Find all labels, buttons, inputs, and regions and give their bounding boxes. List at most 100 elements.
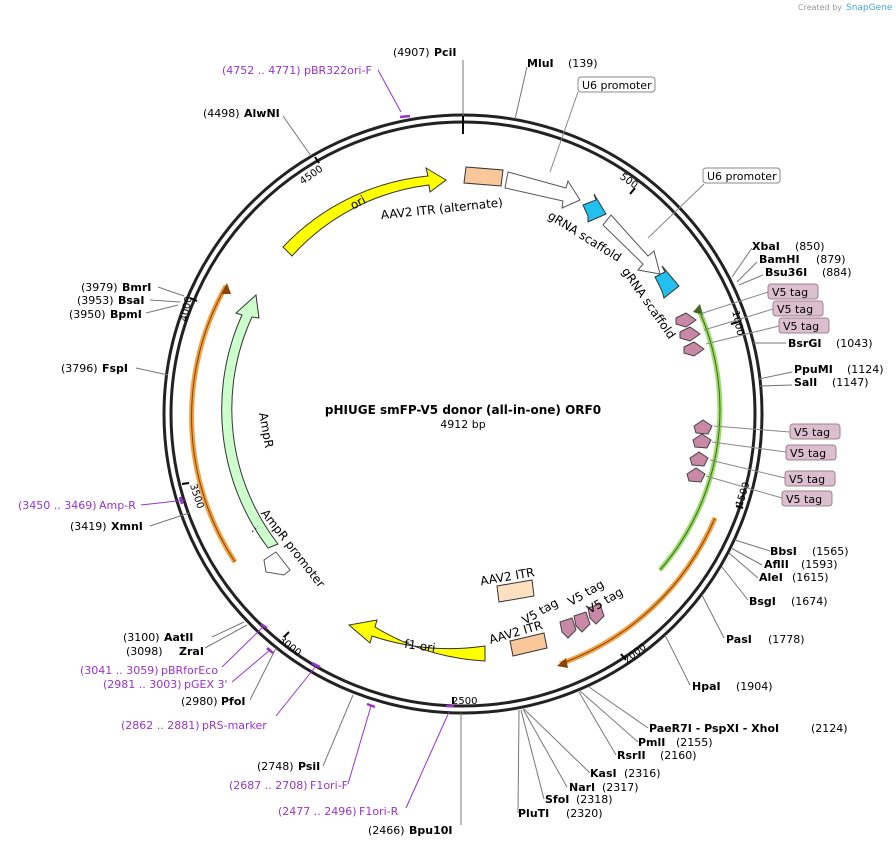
orange-arc-right-head bbox=[557, 658, 568, 668]
v5-box-5: V5 tag bbox=[711, 441, 837, 461]
orange-arc-left-line bbox=[191, 285, 236, 563]
enzyme-aflii-pos: (1593) bbox=[801, 558, 838, 571]
enzyme-bsrgi-pos: (1043) bbox=[836, 337, 873, 350]
tick-3000: 3000 bbox=[276, 635, 303, 659]
svg-text:U6 promoter: U6 promoter bbox=[707, 170, 777, 183]
enzyme-paer7i-pos: (2124) bbox=[811, 722, 848, 735]
enzyme-bsrgi-name: BsrGI bbox=[788, 337, 821, 350]
primer-f1orif-pos: (2687 .. 2708) bbox=[229, 779, 308, 792]
enzyme-alwni-name: AlwNI bbox=[244, 107, 280, 120]
enzyme-bmri-name: BmrI bbox=[122, 281, 151, 294]
primer-ampr-pos: (3450 .. 3469) bbox=[18, 499, 97, 512]
enzyme-lines bbox=[135, 60, 793, 825]
primer-ampr-name: Amp-R bbox=[99, 499, 136, 512]
enzyme-pfoi-name: PfoI bbox=[221, 695, 246, 708]
enzyme-aatii-name: AatII bbox=[164, 631, 193, 644]
enzyme-sali-pos: (1147) bbox=[832, 376, 869, 389]
u6-arrow-1 bbox=[582, 193, 607, 223]
enzyme-psii-pos: (2748) bbox=[257, 760, 294, 773]
enzyme-xbai-pos: (850) bbox=[795, 240, 825, 253]
enzyme-bamhi-pos: (879) bbox=[816, 253, 846, 266]
enzyme-bpmi-pos: (3950) bbox=[69, 308, 106, 321]
enzyme-bpu10i-pos: (2466) bbox=[368, 824, 405, 837]
tick-4500: 4500 bbox=[298, 164, 325, 188]
v5-arrows-bottom bbox=[559, 603, 605, 639]
enzyme-sfoi-name: SfoI bbox=[545, 793, 569, 806]
ampr-feature bbox=[221, 293, 279, 549]
primer-pbr322ori-name: pBR322ori-F bbox=[304, 64, 372, 77]
map-title: pHIUGE smFP-V5 donor (all-in-one) ORF0 bbox=[325, 403, 601, 417]
enzyme-paer7i-name: PaeR7I - PspXI - XhoI bbox=[649, 722, 779, 735]
enzyme-xmni-name: XmnI bbox=[111, 520, 143, 533]
enzyme-hpai-name: HpaI bbox=[692, 680, 721, 693]
v5-box-4: V5 tag bbox=[713, 423, 841, 440]
enzyme-mlui-name: MluI bbox=[527, 57, 554, 70]
itr-a-feature bbox=[496, 579, 535, 603]
enzyme-aflii-name: AflII bbox=[764, 558, 789, 571]
primer-f1orif-name: F1ori-F bbox=[310, 779, 348, 792]
u6-box-1: U6 promoter bbox=[549, 76, 656, 173]
svg-text:U6 promoter: U6 promoter bbox=[582, 79, 652, 92]
ampr-promoter-feature bbox=[263, 551, 291, 576]
enzyme-kasi-pos: (2316) bbox=[624, 767, 661, 780]
enzyme-pcii-name: PciI bbox=[434, 46, 456, 59]
enzyme-pcii-pos: (4907) bbox=[393, 46, 430, 59]
enzyme-ppumi-name: PpuMI bbox=[794, 363, 833, 376]
enzyme-pasi-pos: (1778) bbox=[768, 633, 805, 646]
primer-pbrforeco-pos: (3041 .. 3059) bbox=[80, 664, 159, 677]
enzyme-pmli-name: PmlI bbox=[638, 736, 665, 749]
v5-arrows-upper bbox=[675, 312, 705, 357]
svg-text:V5 tag: V5 tag bbox=[794, 426, 830, 439]
ori-label: ori bbox=[348, 193, 368, 213]
primer-prsmarker-pos: (2862 .. 2881) bbox=[121, 719, 200, 732]
primer-lines bbox=[140, 69, 450, 809]
u6-arrow-2 bbox=[654, 265, 680, 299]
enzyme-ppumi-pos: (1124) bbox=[847, 363, 884, 376]
enzyme-alei-pos: (1615) bbox=[792, 571, 829, 584]
v5-box-6: V5 tag bbox=[709, 459, 836, 487]
enzyme-kasi-name: KasI bbox=[590, 767, 617, 780]
enzyme-sfoi-pos: (2318) bbox=[576, 793, 613, 806]
enzyme-xbai-name: XbaI bbox=[752, 240, 780, 253]
itr-alternate-feature bbox=[463, 166, 504, 187]
tick-2500: 2500 bbox=[452, 696, 477, 707]
enzyme-zrai-pos: (3098) bbox=[126, 645, 163, 658]
enzyme-fspi-name: FspI bbox=[102, 362, 128, 375]
f1-ori-feature bbox=[347, 619, 486, 662]
enzyme-zrai-name: ZraI bbox=[179, 645, 204, 658]
svg-text:V5 tag: V5 tag bbox=[777, 303, 813, 316]
v5-arrows-lower bbox=[686, 419, 713, 483]
orange-arc-right-line bbox=[559, 517, 716, 665]
enzyme-pluti-name: PluTI bbox=[518, 807, 549, 820]
orange-arc-left-head bbox=[221, 283, 231, 294]
enzyme-rsrii-name: RsrII bbox=[617, 749, 646, 762]
enzyme-pfoi-pos: (2980) bbox=[181, 695, 218, 708]
tick-4000: 4000 bbox=[179, 295, 195, 322]
enzyme-hpai-pos: (1904) bbox=[736, 680, 773, 693]
scale-ticks bbox=[181, 156, 744, 704]
enzyme-bmri-pos: (3979) bbox=[81, 281, 118, 294]
tick-500: 500 bbox=[618, 171, 640, 191]
u6-box-2: U6 promoter bbox=[647, 167, 781, 239]
enzyme-alei-name: AleI bbox=[759, 571, 783, 584]
enzyme-fspi-pos: (3796) bbox=[61, 362, 98, 375]
enzyme-bsai-pos: (3953) bbox=[77, 294, 114, 307]
f1-ori-label: f1 ori bbox=[403, 637, 436, 655]
map-subtitle: 4912 bp bbox=[440, 418, 485, 431]
primer-pgex3-pos: (2981 .. 3003) bbox=[103, 678, 182, 691]
primer-pbrforeco-name: pBRforEco bbox=[161, 664, 218, 677]
enzyme-alwni-pos: (4498) bbox=[203, 107, 240, 120]
ori-feature bbox=[282, 166, 447, 257]
tick-2000: 2000 bbox=[622, 642, 649, 666]
v5-box-3: V5 tag bbox=[705, 317, 830, 345]
ampr-promoter-divider bbox=[251, 525, 259, 533]
primer-f1orir-name: F1ori-R bbox=[359, 805, 399, 818]
green-arc-line bbox=[659, 307, 721, 571]
enzyme-nari-name: NarI bbox=[569, 781, 595, 794]
enzyme-psii-name: PsiI bbox=[298, 760, 320, 773]
primer-f1orir-pos: (2477 .. 2496) bbox=[278, 805, 357, 818]
enzyme-bsu36i-name: Bsu36I bbox=[765, 266, 807, 279]
primer-marks bbox=[178, 114, 454, 709]
enzyme-xmni-pos: (3419) bbox=[70, 520, 107, 533]
v5-box-7: V5 tag bbox=[705, 475, 833, 507]
